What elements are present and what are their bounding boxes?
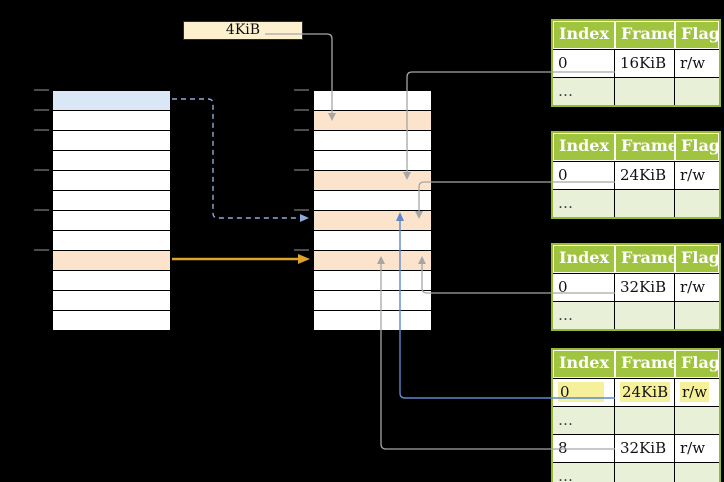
table-cell: … (553, 463, 615, 482)
table-cell (675, 463, 719, 482)
table-cell: 32KiB (615, 435, 675, 462)
table-cell: 24KiB (615, 162, 675, 189)
table-cell (615, 78, 675, 105)
table-cell: r/w (680, 278, 706, 296)
virtual-memory-row-6 (53, 211, 170, 230)
virtual-memory-row-1 (53, 111, 170, 130)
page-size-label-text: 4KiB (225, 22, 261, 38)
table-ellipsis-row: … (553, 301, 719, 329)
header-cell-frame: Frame (615, 245, 675, 273)
virtual-memory-row-8 (53, 251, 170, 270)
page-table-2: IndexFrameFlags024KiBr/w… (551, 131, 721, 219)
table-cell: 0 (553, 50, 615, 77)
table-ellipsis-row: … (553, 462, 719, 482)
virtual-memory-row-4 (53, 171, 170, 190)
virtual-memory-ticks (34, 89, 49, 251)
header-cell-flags: Flags (675, 350, 719, 378)
highlighted-value: 24KiB (620, 382, 671, 402)
table-cell: … (553, 407, 615, 434)
table-header-row: IndexFrameFlags (553, 245, 719, 273)
virtual-memory-row-11 (53, 311, 170, 330)
physical-memory-row-6 (314, 211, 431, 230)
table-cell (675, 78, 719, 105)
physical-memory-ticks (294, 89, 309, 251)
table-ellipsis-row: … (553, 189, 719, 217)
virtual-memory-row-10 (53, 291, 170, 310)
highlighted-value: r/w (680, 382, 710, 402)
virtual-memory-row-3 (53, 151, 170, 170)
table-cell (675, 407, 719, 434)
physical-memory-row-1 (314, 111, 431, 130)
physical-memory-row-4 (314, 171, 431, 190)
table-cell: … (553, 78, 615, 105)
table-cell (615, 302, 675, 329)
header-cell-frame: Frame (615, 133, 675, 161)
table-header-row: IndexFrameFlags (553, 133, 719, 161)
header-cell-flags: Flags (675, 133, 719, 161)
physical-memory-column (313, 90, 432, 331)
table-cell: r/w (680, 439, 706, 457)
header-cell-index: Index (553, 21, 615, 49)
arrow-virtual-to-frame-gold (172, 254, 310, 264)
table-cell: r/w (675, 379, 719, 406)
table-cell: 8 (553, 435, 615, 462)
table-cell: 32KiB (615, 274, 675, 301)
virtual-memory-row-2 (53, 131, 170, 150)
header-cell-index: Index (553, 245, 615, 273)
virtual-memory-column (52, 90, 171, 331)
physical-memory-row-0 (314, 91, 431, 110)
table-cell: … (553, 190, 615, 217)
physical-memory-row-2 (314, 131, 431, 150)
table-ellipsis-row: … (553, 77, 719, 105)
table-cell: r/w (680, 54, 706, 72)
table-header-row: IndexFrameFlags (553, 350, 719, 378)
table-cell (675, 302, 719, 329)
table-cell (675, 190, 719, 217)
physical-memory-row-3 (314, 151, 431, 170)
table-row: 0 24KiB r/w (553, 378, 719, 406)
physical-memory-row-8 (314, 251, 431, 270)
virtual-memory-row-5 (53, 191, 170, 210)
page-table-3: IndexFrameFlags032KiBr/w… (551, 243, 721, 331)
physical-memory-row-11 (314, 311, 431, 330)
table-ellipsis-row: … (553, 406, 719, 434)
table-cell: 16KiB (615, 50, 675, 77)
physical-memory-row-7 (314, 231, 431, 250)
virtual-memory-row-7 (53, 231, 170, 250)
table-cell: 24KiB (615, 379, 675, 406)
virtual-memory-row-0 (53, 91, 170, 110)
table-cell: … (553, 302, 615, 329)
header-cell-flags: Flags (675, 21, 719, 49)
header-cell-flags: Flags (675, 245, 719, 273)
table-cell: 0 (553, 274, 615, 301)
page-table-1: IndexFrameFlags016KiBr/w… (551, 19, 721, 107)
table-header-row: IndexFrameFlags (553, 21, 719, 49)
header-cell-frame: Frame (615, 21, 675, 49)
table-cell: 0 (553, 162, 615, 189)
virtual-memory-row-9 (53, 271, 170, 290)
table-cell (615, 190, 675, 217)
table-cell (615, 463, 675, 482)
header-cell-index: Index (553, 350, 615, 378)
physical-memory-row-9 (314, 271, 431, 290)
header-cell-index: Index (553, 133, 615, 161)
table-cell (615, 407, 675, 434)
header-cell-frame: Frame (615, 350, 675, 378)
table-cell: 0 (553, 379, 615, 406)
physical-memory-row-10 (314, 291, 431, 310)
highlighted-value: 0 (558, 382, 604, 402)
table-cell: r/w (680, 166, 706, 184)
physical-memory-row-5 (314, 191, 431, 210)
arrow-virtual-page-to-frame-dashed (172, 98, 309, 222)
page-size-label: 4KiB (183, 21, 303, 40)
